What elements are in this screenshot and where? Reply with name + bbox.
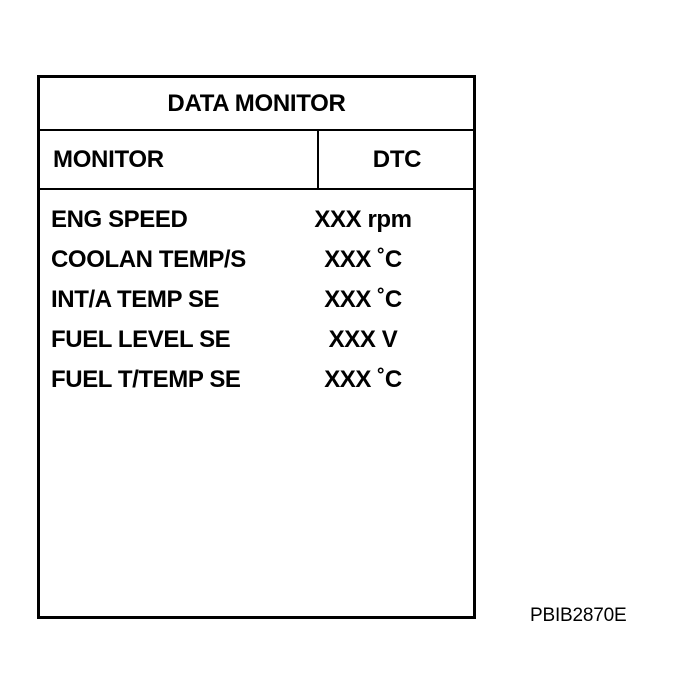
monitor-item-intake-air-temp: INT/A TEMP SE XXX ˚C bbox=[40, 284, 473, 324]
monitor-item-fuel-level: FUEL LEVEL SE XXX V bbox=[40, 324, 473, 364]
data-monitor-screen: DATA MONITOR MONITOR DTC ENG SPEED XXX r… bbox=[37, 75, 476, 619]
tab-monitor[interactable]: MONITOR bbox=[40, 131, 319, 188]
monitor-item-label: ENG SPEED bbox=[51, 206, 188, 233]
monitor-item-value: XXX V bbox=[328, 326, 398, 353]
tab-dtc[interactable]: DTC bbox=[372, 145, 422, 173]
monitor-item-list: ENG SPEED XXX rpm COOLAN TEMP/S XXX ˚C I… bbox=[40, 204, 473, 404]
monitor-item-label: COOLAN TEMP/S bbox=[51, 246, 246, 273]
monitor-item-label: INT/A TEMP SE bbox=[51, 286, 220, 313]
monitor-item-eng-speed: ENG SPEED XXX rpm bbox=[40, 204, 473, 244]
monitor-item-label: FUEL T/TEMP SE bbox=[51, 366, 241, 393]
screen-title: DATA MONITOR bbox=[40, 78, 473, 131]
tab-bar: MONITOR DTC bbox=[40, 131, 473, 190]
monitor-item-value: XXX ˚C bbox=[324, 366, 402, 393]
monitor-item-value: XXX ˚C bbox=[324, 246, 402, 273]
figure-code: PBIB2870E bbox=[530, 605, 627, 626]
monitor-item-fuel-tank-temp: FUEL T/TEMP SE XXX ˚C bbox=[40, 364, 473, 404]
monitor-item-coolant-temp: COOLAN TEMP/S XXX ˚C bbox=[40, 244, 473, 284]
monitor-item-value: XXX rpm bbox=[314, 206, 412, 233]
monitor-item-label: FUEL LEVEL SE bbox=[51, 326, 231, 353]
monitor-item-value: XXX ˚C bbox=[324, 286, 402, 313]
